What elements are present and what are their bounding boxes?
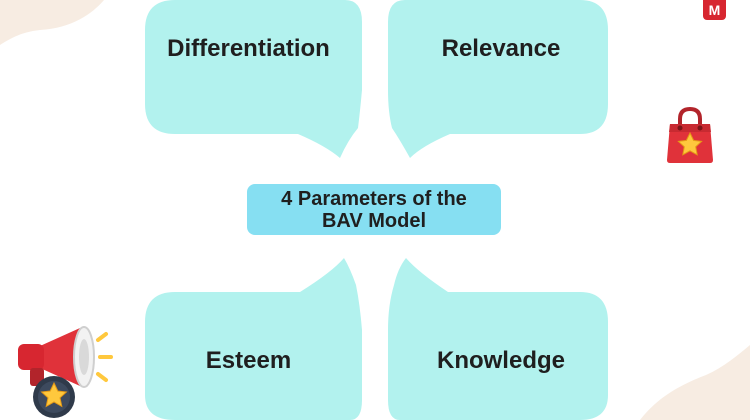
shopping-bag-star-icon [667, 106, 713, 163]
center-title-box: 4 Parameters of the BAV Model [247, 184, 501, 235]
bubble-knowledge [388, 258, 608, 420]
bubble-esteem [145, 258, 362, 420]
parameter-label-differentiation: Differentiation [167, 35, 330, 62]
parameter-label-relevance: Relevance [441, 35, 561, 62]
center-title-line-1: 4 Parameters of the [281, 187, 467, 210]
brand-logo-letter: M [708, 2, 721, 18]
center-title-line-2: BAV Model [321, 209, 427, 232]
parameter-label-knowledge: Knowledge [436, 347, 565, 374]
bottom-right-blob [640, 345, 750, 420]
megaphone-star-icon [18, 326, 113, 418]
bubble-differentiation [145, 0, 362, 158]
brand-logo: M [703, 0, 726, 20]
bubble-relevance [388, 0, 608, 158]
parameter-label-esteem: Esteem [205, 347, 292, 374]
top-left-blob [0, 0, 104, 45]
